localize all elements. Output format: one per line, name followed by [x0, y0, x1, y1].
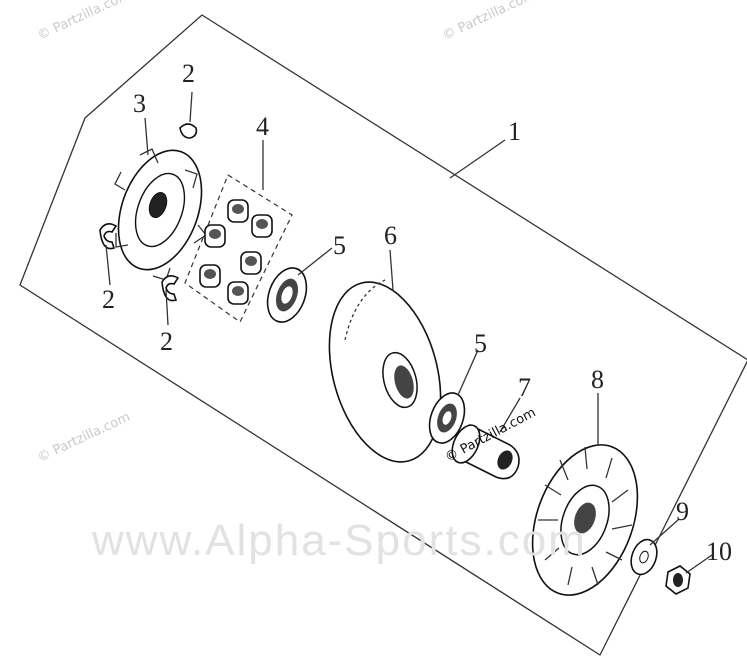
watermark-partzilla-left: © Partzilla.com — [35, 410, 132, 466]
callout-3: 3 — [133, 89, 146, 118]
slider-clip-left — [99, 222, 118, 250]
washer — [630, 538, 658, 576]
nut — [665, 565, 691, 595]
assembly-outline — [19, 14, 747, 656]
callout-6: 6 — [384, 221, 397, 250]
callout-9: 9 — [676, 497, 689, 526]
oil-seal-upper — [266, 267, 308, 323]
fixed-drive-face-fan — [531, 444, 639, 596]
slider-clip-bottom — [161, 274, 180, 302]
movable-drive-face — [328, 279, 442, 463]
callout-2-bottom: 2 — [160, 327, 173, 356]
callout-7: 7 — [518, 373, 531, 402]
oil-seal-lower — [428, 392, 466, 444]
callout-2-top: 2 — [182, 59, 195, 88]
slider-clip-top — [179, 123, 198, 139]
watermark-partzilla-top-right: © Partzilla.com — [440, 0, 537, 44]
callout-5-lower: 5 — [474, 329, 487, 358]
watermark-partzilla-top-left: © Partzilla.com — [35, 0, 132, 44]
callout-5-upper: 5 — [333, 231, 346, 260]
callout-8: 8 — [591, 365, 604, 394]
ramp-plate — [114, 148, 207, 281]
leader-lines — [105, 91, 713, 574]
roller-group-box — [184, 174, 293, 323]
watermark-alpha-sports: www.Alpha-Sports.com — [91, 516, 587, 565]
callout-4: 4 — [256, 112, 269, 141]
collar-bushing — [451, 423, 520, 480]
callout-2-left: 2 — [102, 285, 115, 314]
callout-10: 10 — [706, 537, 732, 566]
weight-rollers — [199, 199, 273, 305]
callout-1: 1 — [508, 117, 521, 146]
